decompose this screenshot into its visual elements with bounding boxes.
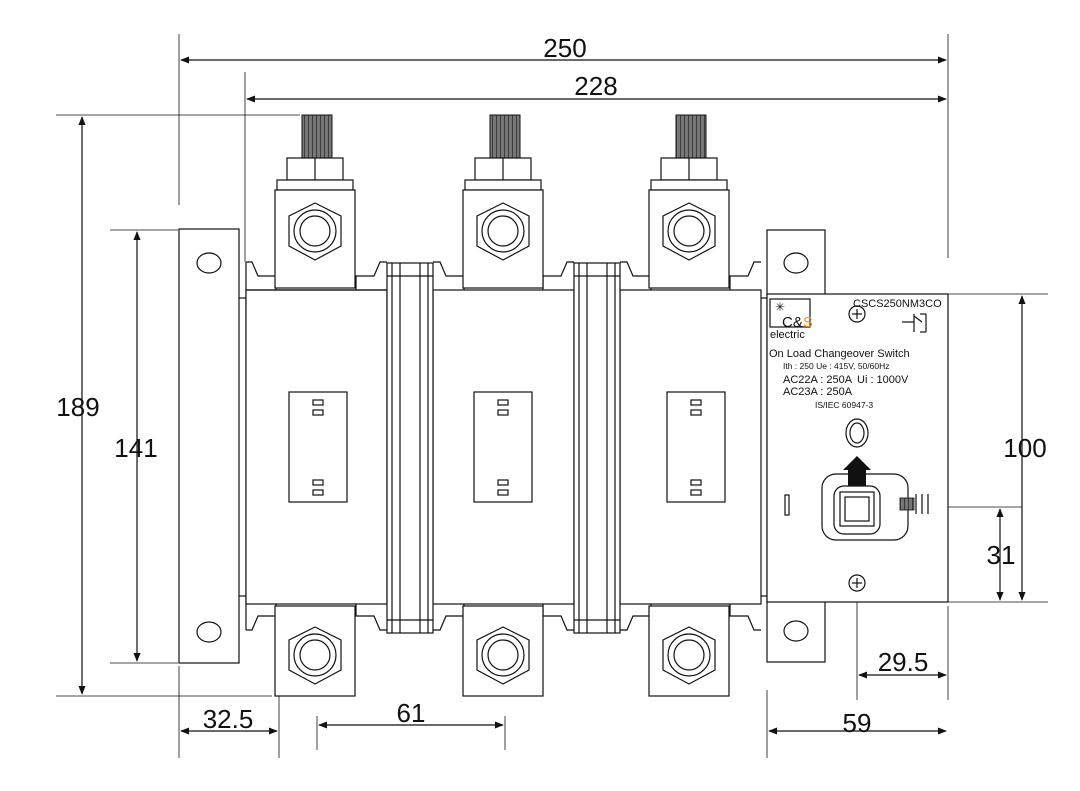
- model-number: CSCS250NM3CO: [853, 298, 942, 310]
- pole-1: [245, 261, 388, 631]
- rating-ui: Ui : 1000V: [857, 374, 909, 386]
- handle-panel: ✳ C&S electric CSCS250NM3CO On Load Chan…: [766, 293, 949, 603]
- pole-separator-1: [386, 262, 434, 634]
- dimension-lines: [56, 34, 1048, 758]
- brand-sub: electric: [770, 329, 805, 341]
- top-terminal-3: [648, 114, 730, 289]
- screw-top-icon: [848, 305, 866, 323]
- dim-handle-height: 100: [1003, 433, 1046, 463]
- dim-mounting-height: 141: [114, 433, 157, 463]
- rating-ac23: AC23A : 250A: [783, 386, 853, 398]
- operating-handle: [821, 456, 929, 541]
- standard-ref: IS/IEC 60947-3: [815, 400, 873, 410]
- dimension-texts: 250 228 189 141 100 31 32.5 61 29.5 59: [56, 33, 1046, 738]
- bottom-terminal-1: [274, 605, 356, 697]
- dim-panel-width: 59: [843, 708, 872, 738]
- logo-mark-icon: ✳: [775, 300, 785, 314]
- bottom-terminal-2: [462, 605, 544, 697]
- brand-name: C&S: [782, 314, 813, 331]
- rating-ac22: AC22A : 250A: [783, 374, 853, 386]
- product-name: On Load Changeover Switch: [769, 348, 910, 360]
- top-terminal-1: [274, 114, 356, 289]
- screw-bottom-icon: [848, 574, 866, 592]
- dim-overall-height: 189: [56, 392, 99, 422]
- dim-overall-width: 250: [543, 33, 586, 63]
- rating-line: Ith : 250 Ue : 415V, 50/60Hz: [783, 361, 889, 371]
- pole-3: [619, 261, 762, 631]
- left-mounting-plate: [178, 228, 247, 664]
- padlock-slot-icon: [845, 418, 869, 448]
- dim-handle-to-edge: 29.5: [878, 647, 929, 677]
- pole-2: [432, 261, 575, 631]
- brand-logo-box: [769, 298, 811, 328]
- dim-handle-offset: 31: [987, 540, 1016, 570]
- arrow-up-icon: [843, 456, 871, 486]
- dim-terminal-span: 228: [574, 71, 617, 101]
- top-terminal-2: [462, 114, 544, 289]
- pole-separator-2: [573, 262, 621, 634]
- dim-pole-pitch: 61: [397, 698, 426, 728]
- dim-plate-left-offset: 32.5: [203, 704, 254, 734]
- changeover-symbol-icon: [902, 313, 927, 333]
- position-mark: [784, 494, 790, 516]
- bottom-terminal-3: [648, 605, 730, 697]
